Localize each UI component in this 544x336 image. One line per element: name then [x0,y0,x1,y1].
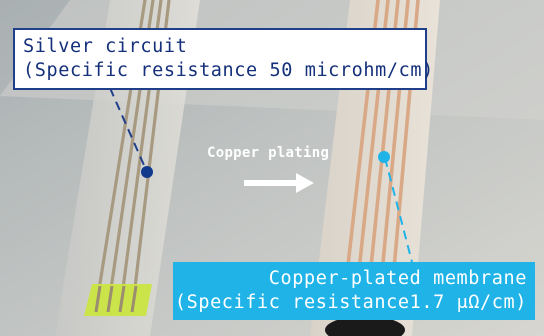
copper-base-clip [325,316,405,336]
silver-tab-leads [94,285,138,313]
copper-membrane-callout: Copper-plated membrane (Specific resista… [173,262,535,320]
silver-leader-line [109,87,148,173]
copper-callout-title: Copper-plated membrane [268,268,527,289]
silver-callout-title: Silver circuit [23,36,188,57]
silver-circuit-callout: Silver circuit (Specific resistance 50 m… [13,28,434,90]
silver-marker-dot [141,166,153,178]
copper-callout-detail: (Specific resistance1.7 μΩ/cm) [174,292,527,314]
silver-callout-detail: (Specific resistance 50 microhm/cm) [23,60,434,82]
silver-base-tab [84,284,152,316]
copper-plating-label: Copper plating [207,145,330,161]
copper-marker-dot [378,151,390,163]
copper-leader-line [384,157,413,263]
right-arrow-icon [244,173,314,193]
